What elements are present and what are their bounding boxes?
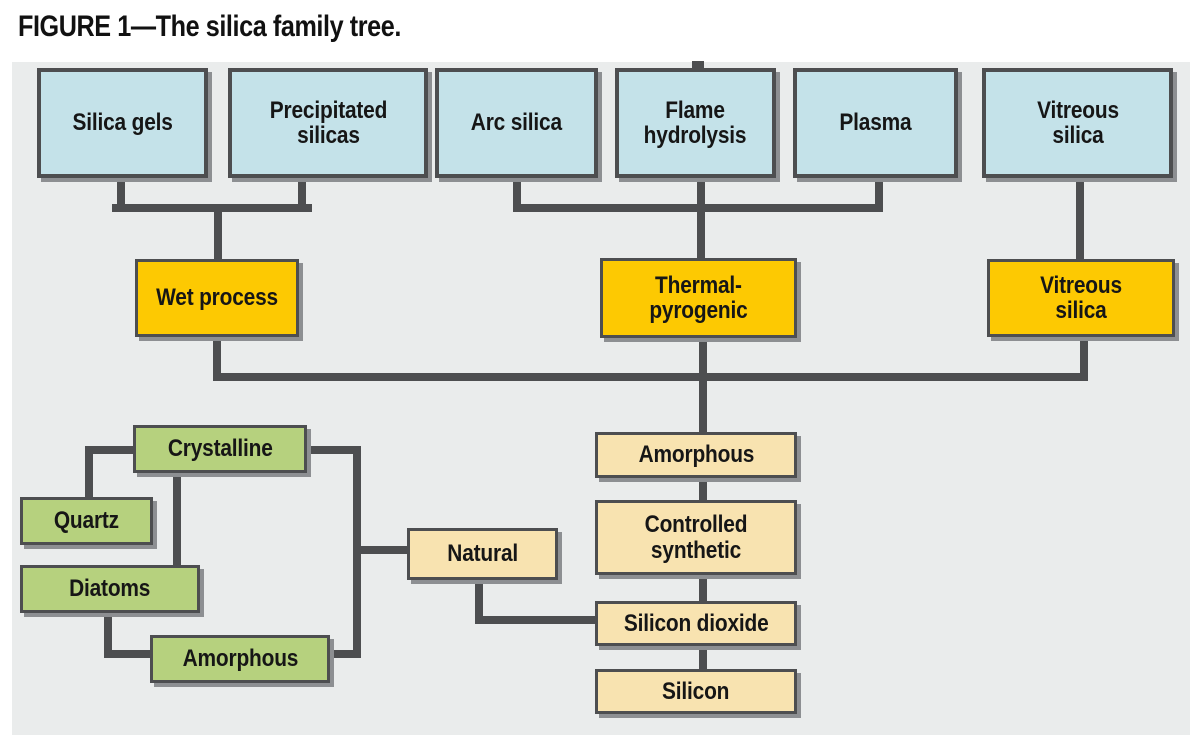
- node-natural-label: Natural: [447, 540, 518, 568]
- node-thermal-pyrogenic: Thermal- pyrogenic: [600, 258, 797, 338]
- edge-plasma-stub: [875, 178, 883, 212]
- node-vitreous-silica-source-label: Vitreous silica: [1036, 96, 1119, 149]
- node-wet-process: Wet process: [135, 259, 299, 337]
- edge-bracket-to-wet-process: [214, 210, 222, 259]
- node-plasma-label: Plasma: [839, 109, 912, 137]
- edge-natural-down-v: [475, 578, 483, 624]
- node-precipitated-silicas: Precipitated silicas: [228, 68, 428, 178]
- edge-flame-to-thermal: [697, 178, 705, 259]
- edge-diatoms-to-amorphous-h: [104, 650, 152, 658]
- edge-vitreous-to-main-bracket: [1080, 335, 1088, 381]
- edge-crystalline-to-diatoms: [173, 471, 181, 567]
- edge-flame-top-nub: [692, 61, 704, 70]
- node-natural: Natural: [407, 528, 558, 580]
- edge-controlled-to-silicon-dioxide: [699, 573, 707, 603]
- node-quartz-label: Quartz: [53, 507, 120, 535]
- edge-silicon-dioxide-to-silicon: [699, 644, 707, 671]
- edge-bracket-to-natural-h: [357, 546, 409, 554]
- edge-crystalline-left-h: [85, 446, 133, 454]
- node-diatoms: Diatoms: [20, 565, 200, 613]
- node-vitreous-silica-process: Vitreous silica: [987, 259, 1175, 337]
- edge-wet-bracket: [112, 204, 312, 212]
- node-silica-gels: Silica gels: [37, 68, 208, 178]
- node-silicon: Silicon: [595, 669, 797, 714]
- node-precipitated-silicas-label: Precipitated silicas: [269, 96, 387, 149]
- node-crystalline: Crystalline: [133, 425, 307, 473]
- node-silica-gels-label: Silica gels: [72, 109, 173, 137]
- node-amorphous-synthetic: Amorphous: [595, 432, 797, 478]
- edge-natural-to-silicon-dioxide-h: [475, 616, 597, 624]
- edge-vitreous-to-vitreous: [1076, 178, 1084, 259]
- figure-title: FIGURE 1—The silica family tree.: [18, 10, 401, 43]
- node-vitreous-silica-source: Vitreous silica: [982, 68, 1173, 178]
- edge-silica-gels-stub: [117, 178, 125, 212]
- node-plasma: Plasma: [793, 68, 958, 178]
- edge-arc-silica-stub: [513, 178, 521, 212]
- node-controlled-synthetic-label: Controlled synthetic: [644, 511, 748, 564]
- edge-main-bracket: [213, 373, 1088, 381]
- node-controlled-synthetic: Controlled synthetic: [595, 500, 797, 575]
- node-arc-silica: Arc silica: [435, 68, 598, 178]
- node-thermal-pyrogenic-label: Thermal- pyrogenic: [649, 271, 748, 324]
- node-vitreous-silica-process-label: Vitreous silica: [1040, 271, 1122, 324]
- edge-amorphous-right-h: [328, 650, 361, 658]
- edge-diatoms-down-v: [104, 610, 112, 658]
- edge-precipitated-stub: [298, 178, 306, 212]
- node-quartz: Quartz: [20, 497, 153, 545]
- node-silicon-dioxide: Silicon dioxide: [595, 601, 797, 646]
- edge-wet-to-main-bracket: [213, 335, 221, 381]
- edge-amorphous-to-controlled: [699, 476, 707, 504]
- node-flame-hydrolysis: Flame hydrolysis: [615, 68, 776, 178]
- edge-crystalline-right-h: [305, 446, 357, 454]
- node-crystalline-label: Crystalline: [167, 435, 273, 463]
- node-amorphous-natural-label: Amorphous: [182, 645, 298, 673]
- node-flame-hydrolysis-label: Flame hydrolysis: [644, 96, 747, 149]
- node-silicon-label: Silicon: [662, 677, 730, 705]
- node-wet-process-label: Wet process: [156, 284, 278, 312]
- node-silicon-dioxide-label: Silicon dioxide: [623, 609, 769, 637]
- node-arc-silica-label: Arc silica: [470, 109, 563, 137]
- node-amorphous-synthetic-label: Amorphous: [638, 441, 754, 469]
- edge-thermal-to-amorphous: [699, 335, 707, 434]
- node-diatoms-label: Diatoms: [69, 575, 151, 603]
- node-amorphous-natural: Amorphous: [150, 635, 330, 683]
- edge-to-quartz-v: [85, 446, 93, 499]
